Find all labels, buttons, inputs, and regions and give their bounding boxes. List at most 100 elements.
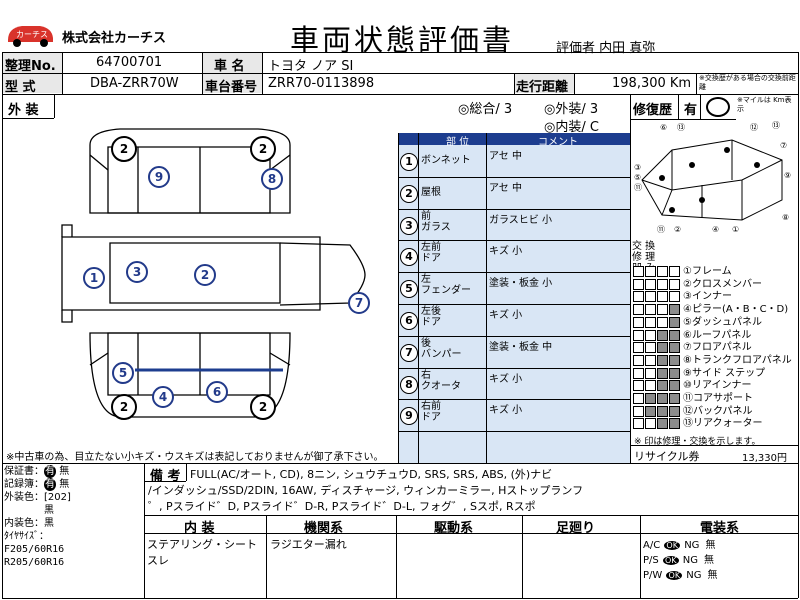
damage-grid-cell	[633, 317, 644, 328]
electric-label: P/W	[643, 570, 663, 581]
damage-grid-cell	[669, 380, 680, 391]
records-row: 記録簿：有 無	[4, 478, 70, 491]
mark-4: 4	[152, 386, 174, 408]
damage-item: ①フレーム	[683, 266, 732, 277]
damage-item: ⑧トランクフロアパネル	[683, 355, 792, 366]
damage-grid-cell	[645, 342, 656, 353]
svg-text:⑦: ⑦	[780, 141, 787, 150]
electric-ok: OK	[666, 571, 683, 580]
row-number: 6	[400, 312, 418, 330]
damage-grid-cell	[657, 291, 668, 302]
meter-note: ※マイルは Km表示	[737, 96, 792, 113]
damage-grid-cell	[645, 317, 656, 328]
damage-grid-cell	[633, 291, 644, 302]
vehicle-diagram	[61, 128, 366, 418]
damage-grid-cell	[657, 342, 668, 353]
company-logo: カーチス	[8, 26, 53, 47]
svg-text:⑫: ⑫	[750, 123, 758, 132]
damage-grid-cell	[633, 406, 644, 417]
electric-none: 無	[705, 540, 716, 551]
svg-text:②: ②	[674, 225, 681, 234]
damage-grid-cell	[633, 368, 644, 379]
damage-grid-cell	[645, 355, 656, 366]
damage-grid-cell	[669, 330, 680, 341]
damage-grid-cell	[657, 406, 668, 417]
damage-grid-cell	[669, 355, 680, 366]
row-part: 左 フェンダー	[421, 274, 471, 296]
electric-header: 電装系	[700, 521, 740, 536]
damage-item: ⑥ルーフパネル	[683, 330, 752, 341]
tire-front: F205/60R16	[4, 544, 65, 555]
damage-footnote: ※ 印は修理・交換を示します。	[634, 437, 761, 447]
recycle-label: リサイクル券	[634, 450, 700, 463]
svg-text:⑪: ⑪	[657, 225, 665, 234]
damage-grid-cell	[669, 291, 680, 302]
damage-grid-cell	[657, 368, 668, 379]
mark-7: 7	[348, 292, 370, 314]
repair-history-label: 修復歴	[633, 103, 673, 118]
tire-label: ﾀｲﾔｻｲｽﾞ：	[4, 531, 49, 542]
damage-item: ③インナー	[683, 291, 732, 302]
suspension-header: 足廻り	[556, 521, 596, 536]
damage-grid-cell	[645, 393, 656, 404]
damage-grid-cell	[657, 266, 668, 277]
electric-ng: NG	[686, 570, 702, 581]
electric-label: A/C	[643, 540, 661, 551]
mark-9: 9	[148, 166, 170, 188]
damage-grid-cell	[669, 266, 680, 277]
mark-3: 3	[126, 261, 148, 283]
row-number: 3	[400, 217, 418, 235]
damage-grid-cell	[645, 406, 656, 417]
chassis-value: ZRR70-0113898	[268, 76, 375, 91]
damage-grid-cell	[657, 330, 668, 341]
mark-6: 6	[206, 381, 228, 403]
damage-grid-cell	[657, 279, 668, 290]
svg-text:④: ④	[712, 225, 719, 234]
svg-text:⑥: ⑥	[660, 123, 667, 132]
row-number: 8	[400, 376, 418, 394]
ext-color-name: 黒	[44, 505, 54, 516]
left-info: 保証書：有 無 記録簿：有 無 外装色：[202] 黒 内装色：黒 ﾀｲﾔｻｲｽ…	[4, 465, 144, 569]
damage-grid-cell	[645, 380, 656, 391]
mileage-label: 走行距離	[516, 80, 569, 95]
interior-value-1: ステアリング・シート	[147, 538, 257, 551]
electric-ok: OK	[664, 541, 681, 550]
damage-grid-cell	[633, 380, 644, 391]
damage-item: ⑩リアインナー	[683, 380, 752, 391]
damage-grid-cell	[645, 304, 656, 315]
electric-ng: NG	[682, 555, 698, 566]
electric-none: 無	[703, 555, 714, 566]
exterior-score: ◎外装/ 3	[544, 102, 599, 117]
company-name: 株式会社カーチス	[62, 31, 167, 46]
damage-item: ⑬リアクォーター	[683, 418, 763, 429]
damage-grid-cell	[633, 279, 644, 290]
model-value: DBA-ZRR70W	[90, 76, 179, 91]
mark-1: 1	[83, 267, 105, 289]
recycle-value: 13,330円	[742, 453, 787, 464]
remarks-label: 備 考	[150, 469, 181, 484]
drive-header: 駆動系	[434, 521, 474, 536]
tire-rear-left: 2	[111, 394, 137, 420]
damage-grid-cell	[633, 355, 644, 366]
damage-item: ⑫バックパネル	[683, 406, 753, 417]
damage-grid-cell	[669, 279, 680, 290]
damage-grid-cell	[645, 368, 656, 379]
mark-5: 5	[112, 362, 134, 384]
damage-grid-cell	[645, 279, 656, 290]
damage-grid-cell	[669, 393, 680, 404]
interior-header: 内 装	[184, 521, 215, 536]
row-part: 屋根	[421, 187, 441, 198]
car-name-label: 車 名	[214, 59, 245, 74]
tire-front-left: 2	[111, 136, 137, 162]
row-number: 4	[400, 248, 418, 266]
logo-text: カーチス	[16, 30, 48, 39]
row-part: 左後 ドア	[421, 306, 441, 328]
damage-grid-cell	[657, 380, 668, 391]
damage-grid-cell	[657, 317, 668, 328]
exterior-label: 外 装	[8, 103, 39, 118]
row-number: 2	[400, 185, 418, 203]
